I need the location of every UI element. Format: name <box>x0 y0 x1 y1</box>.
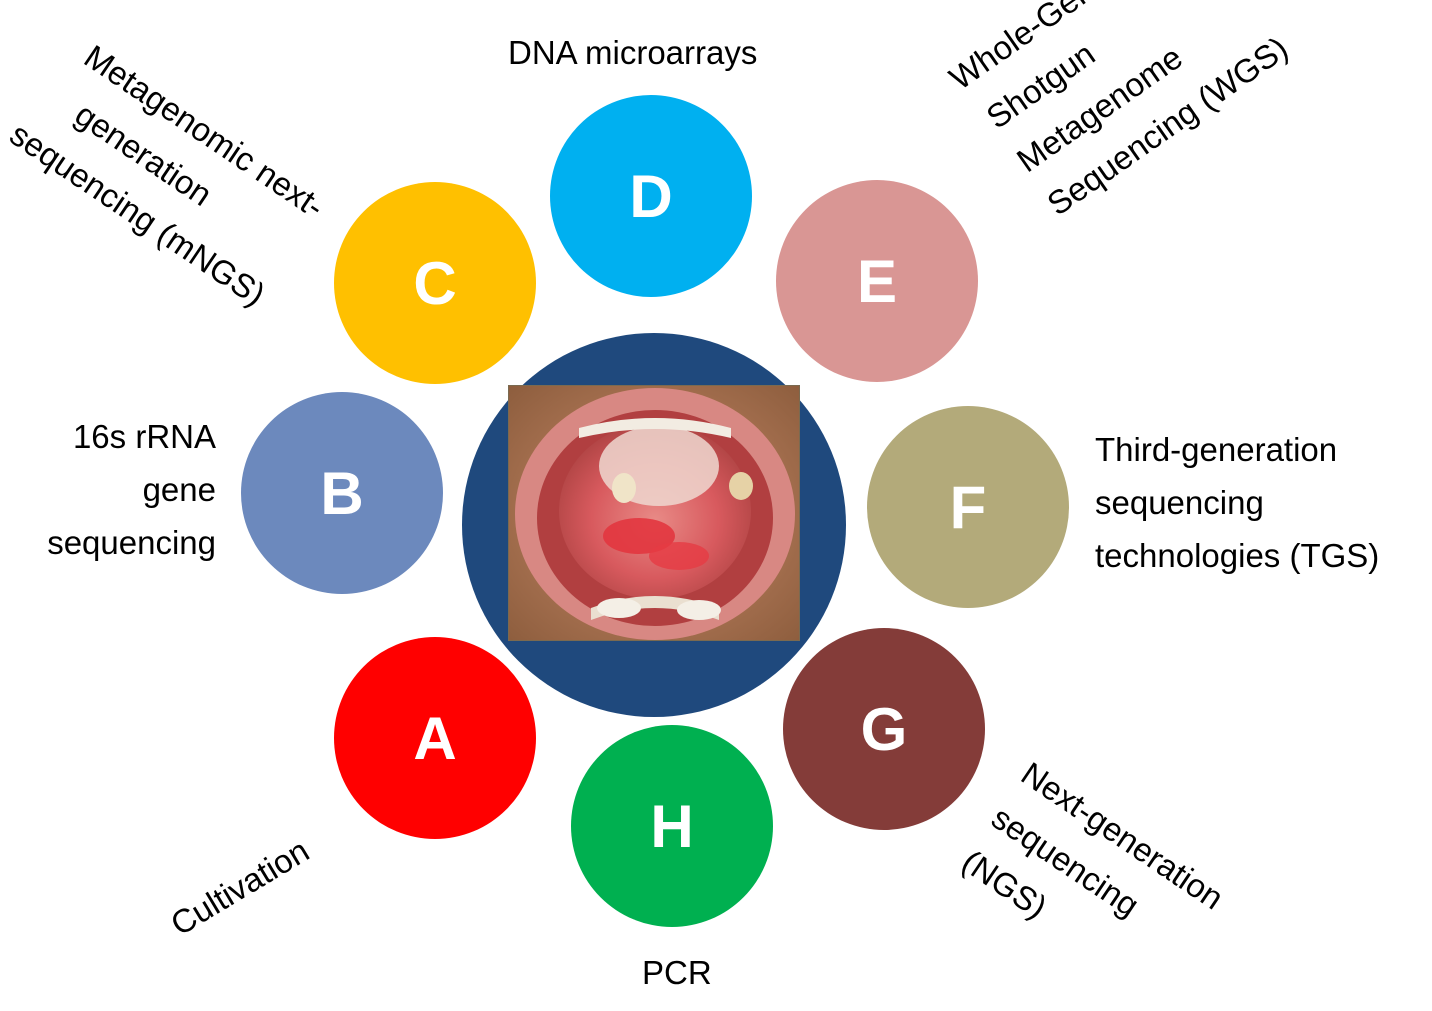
label-pcr: PCR <box>642 954 712 991</box>
circle-b: B <box>241 392 443 594</box>
label-wgs: Whole-Genome Shotgun Metagenome Sequenci… <box>942 0 1295 223</box>
label-16s-rrna: 16s rRNA gene sequencing <box>47 418 216 561</box>
circle-h: H <box>571 725 773 927</box>
circle-c: C <box>334 182 536 384</box>
label-mngs: Metagenomic next- generation sequencing … <box>3 37 332 313</box>
circle-d: D <box>550 95 752 297</box>
circle-a: A <box>334 637 536 839</box>
label-ngs: Next-generation sequencing (NGS) <box>955 754 1231 926</box>
label-cultivation: Cultivation <box>164 831 316 943</box>
circle-f: F <box>867 406 1069 608</box>
oral-cavity-illustration <box>509 386 799 640</box>
label-tgs: Third-generation sequencing technologies… <box>1095 431 1380 574</box>
label-dna-microarrays: DNA microarrays <box>508 34 758 71</box>
circle-g: G <box>783 628 985 830</box>
circle-e: E <box>776 180 978 382</box>
oral-cavity-photo <box>508 385 800 641</box>
